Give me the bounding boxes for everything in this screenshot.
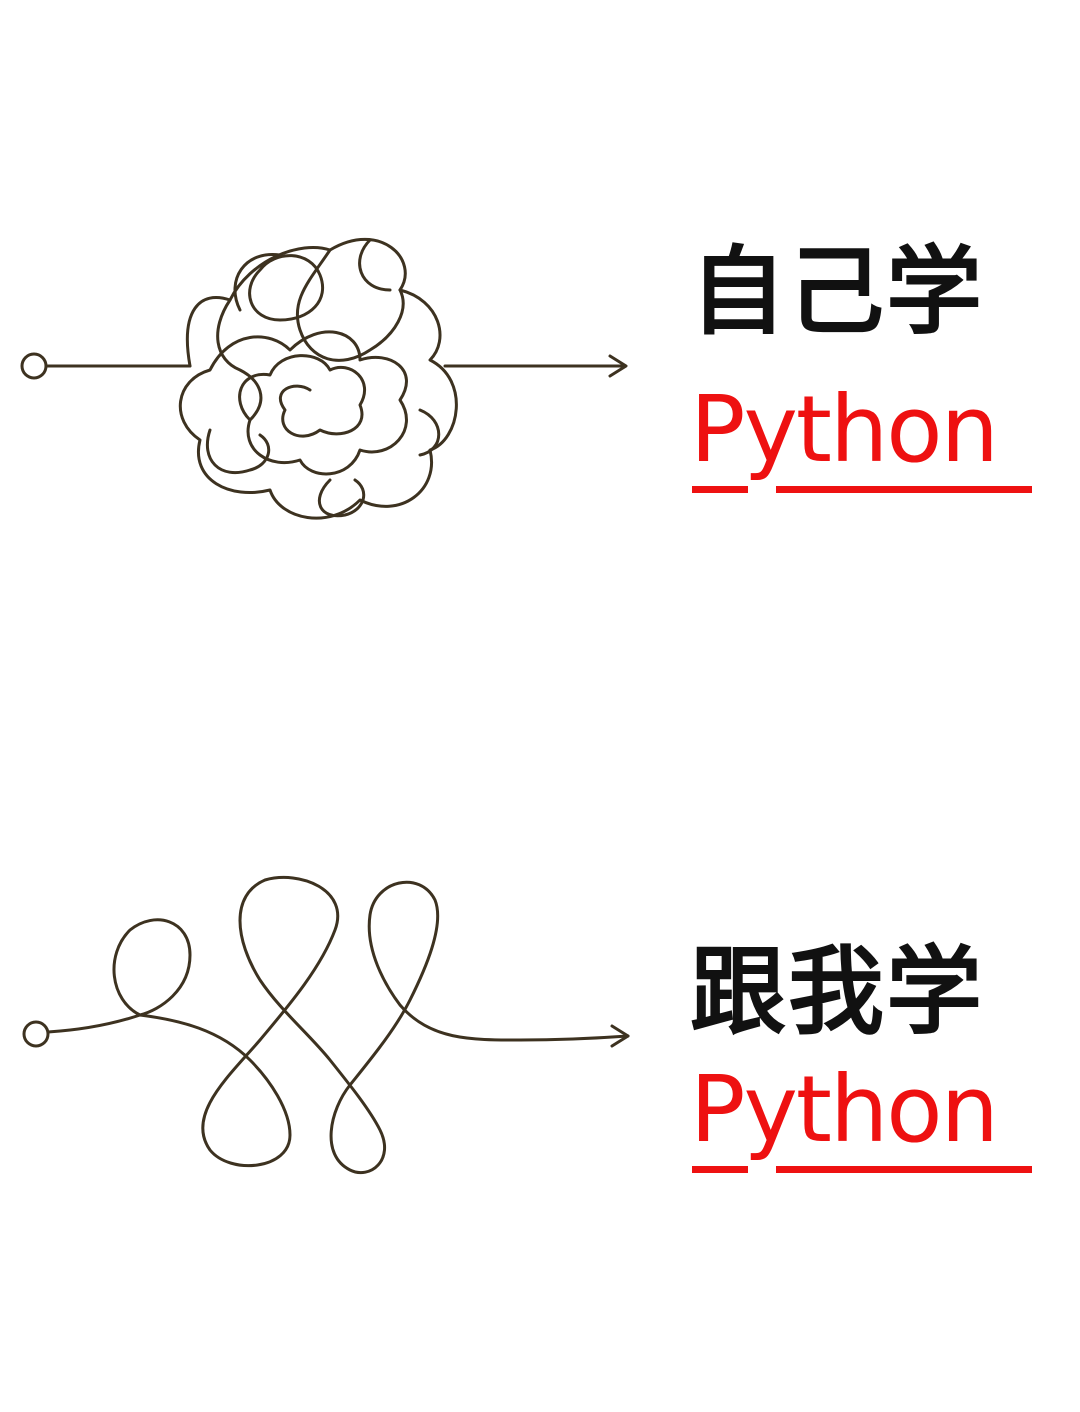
underline-gap <box>748 485 776 494</box>
python-underline <box>692 486 1032 493</box>
caption-self-study: 自己学 Python <box>690 242 1040 502</box>
underline-gap <box>748 1165 776 1174</box>
caption-cn-text: 跟我学 <box>690 936 984 1048</box>
tangled-path-icon <box>20 237 628 520</box>
caption-python-text: Python <box>690 376 999 483</box>
panel-self-study: 自己学 Python <box>0 180 1080 540</box>
start-circle-icon <box>22 1020 50 1048</box>
caption-python-text: Python <box>690 1056 999 1163</box>
caption-guided-study: 跟我学 Python <box>690 942 1040 1182</box>
start-circle-icon <box>20 352 48 380</box>
python-underline <box>692 1166 1032 1173</box>
caption-cn-text: 自己学 <box>690 236 984 348</box>
panel-guided-study: 跟我学 Python <box>0 860 1080 1190</box>
arrow-head-icon <box>610 1024 630 1048</box>
arrow-head-icon <box>608 354 628 378</box>
looping-path-icon <box>22 875 630 1175</box>
